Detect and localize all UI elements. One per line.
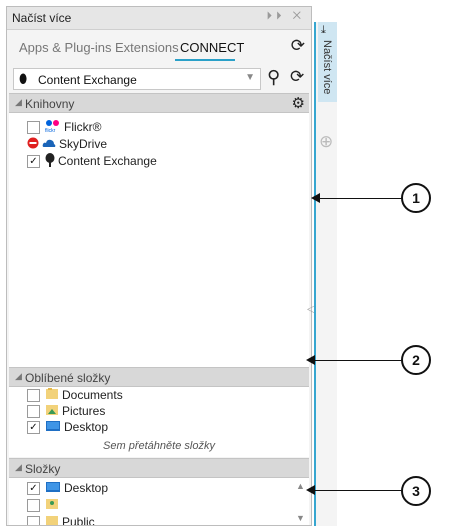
checkbox[interactable]: ✓	[27, 481, 40, 495]
collapse-triangle-icon: ◢	[15, 97, 22, 107]
gear-icon[interactable]: ⚙	[291, 95, 305, 112]
content-exchange-icon	[45, 152, 55, 170]
callout-line	[318, 198, 402, 199]
callout-arrowhead	[306, 485, 315, 495]
list-item[interactable]: ✓ Content Exchange	[27, 152, 157, 170]
refresh-icon[interactable]: ⟳	[290, 36, 305, 55]
checkbox[interactable]	[27, 404, 40, 418]
svg-text:flickr: flickr	[45, 128, 56, 133]
list-item-label: Desktop	[64, 481, 109, 495]
documents-folder-icon	[45, 387, 59, 403]
list-item-label: Documents	[62, 388, 123, 402]
desktop-folder-icon	[45, 420, 61, 435]
disabled-icon	[27, 137, 39, 152]
title-bar: Načíst více ⏵⏵ ✕	[7, 7, 311, 30]
search-icon[interactable]: ⚲	[267, 67, 281, 87]
drop-hint: Sem přetáhněte složky	[103, 440, 215, 452]
refresh-icon[interactable]: ⟳	[290, 67, 305, 86]
download-icon: ⤓	[321, 24, 326, 36]
chevron-down-icon: ▼	[245, 72, 255, 83]
list-item[interactable]: Pictures	[27, 403, 105, 419]
skydrive-icon	[42, 137, 56, 151]
checkbox[interactable]	[27, 515, 40, 525]
panel-title: Načíst více	[12, 11, 72, 25]
collapse-panel-icon[interactable]: ◁	[307, 304, 315, 315]
collapse-triangle-icon: ◢	[15, 371, 22, 381]
list-item[interactable]: ✓ Desktop	[27, 419, 108, 435]
favorites-header[interactable]: ◢ Oblíbené složky	[9, 367, 309, 387]
libraries-list: flickr Flickr® SkyDrive ✓ Content Exchan…	[9, 113, 309, 367]
libraries-title: Knihovny	[25, 97, 75, 111]
list-item[interactable]: Public	[27, 514, 95, 525]
list-item-label: Public	[62, 515, 95, 525]
list-item-label: Content Exchange	[58, 154, 157, 168]
flickr-icon: flickr	[45, 119, 61, 136]
callout-line	[313, 490, 402, 491]
scroll-up-icon[interactable]: ▲	[296, 481, 305, 491]
list-item[interactable]: SkyDrive	[27, 136, 107, 152]
content-exchange-icon: ⬮	[19, 71, 28, 86]
tab-connect[interactable]: CONNECT	[180, 40, 245, 55]
pictures-folder-icon	[45, 404, 59, 419]
list-item-label: Pictures	[62, 404, 106, 418]
add-icon[interactable]: ⊕	[319, 132, 334, 151]
list-item[interactable]: Documents	[27, 387, 123, 403]
active-tab-indicator	[175, 59, 235, 61]
list-item-label: SkyDrive	[59, 137, 108, 151]
list-item[interactable]: flickr Flickr®	[27, 119, 102, 135]
list-item-label: Desktop	[64, 420, 109, 434]
callout-line	[313, 360, 402, 361]
folders-header[interactable]: ◢ Složky	[9, 458, 309, 478]
folders-list: ✓ Desktop Public ▲ ▼	[9, 478, 309, 525]
source-dropdown-value: Content Exchange	[38, 73, 137, 87]
tab-extensions[interactable]: Extensions	[115, 40, 179, 55]
collapse-triangle-icon: ◢	[15, 462, 22, 472]
libraries-header[interactable]: ◢ Knihovny ⚙	[9, 93, 309, 113]
checkbox[interactable]	[27, 388, 40, 402]
user-folder-icon	[45, 498, 59, 513]
source-dropdown[interactable]: ⬮ Content Exchange ▼	[13, 68, 261, 90]
load-more-panel: Načíst více ⏵⏵ ✕ Apps & Plug-ins Extensi…	[6, 6, 315, 526]
checkbox[interactable]: ✓	[27, 154, 40, 168]
scroll-down-icon[interactable]: ▼	[296, 513, 305, 523]
side-dock-strip: ⤓ Načíst více ⊕	[314, 22, 337, 526]
list-item[interactable]	[27, 497, 62, 513]
folders-title: Složky	[25, 462, 61, 476]
checkbox[interactable]	[27, 498, 40, 512]
callout-2: 2	[401, 345, 431, 375]
checkbox[interactable]: ✓	[27, 420, 40, 434]
checkbox[interactable]	[27, 120, 40, 134]
favorites-title: Oblíbené složky	[25, 371, 111, 385]
list-item[interactable]: ✓ Desktop	[27, 480, 108, 496]
callout-3: 3	[401, 476, 431, 506]
list-item-label: Flickr®	[64, 120, 102, 134]
public-folder-icon	[45, 515, 59, 525]
callout-arrowhead	[311, 193, 320, 203]
side-tab-label: Načíst více	[321, 40, 333, 95]
side-tab-load-more[interactable]: ⤓ Načíst více	[318, 22, 337, 102]
desktop-folder-icon	[45, 481, 61, 496]
callout-1: 1	[401, 183, 431, 213]
tab-apps-plugins[interactable]: Apps & Plug-ins	[19, 40, 112, 55]
favorites-list: Documents Pictures ✓ Desktop Sem přetáhn…	[9, 387, 309, 457]
window-controls[interactable]: ⏵⏵ ✕	[266, 10, 305, 22]
callout-arrowhead	[306, 355, 315, 365]
